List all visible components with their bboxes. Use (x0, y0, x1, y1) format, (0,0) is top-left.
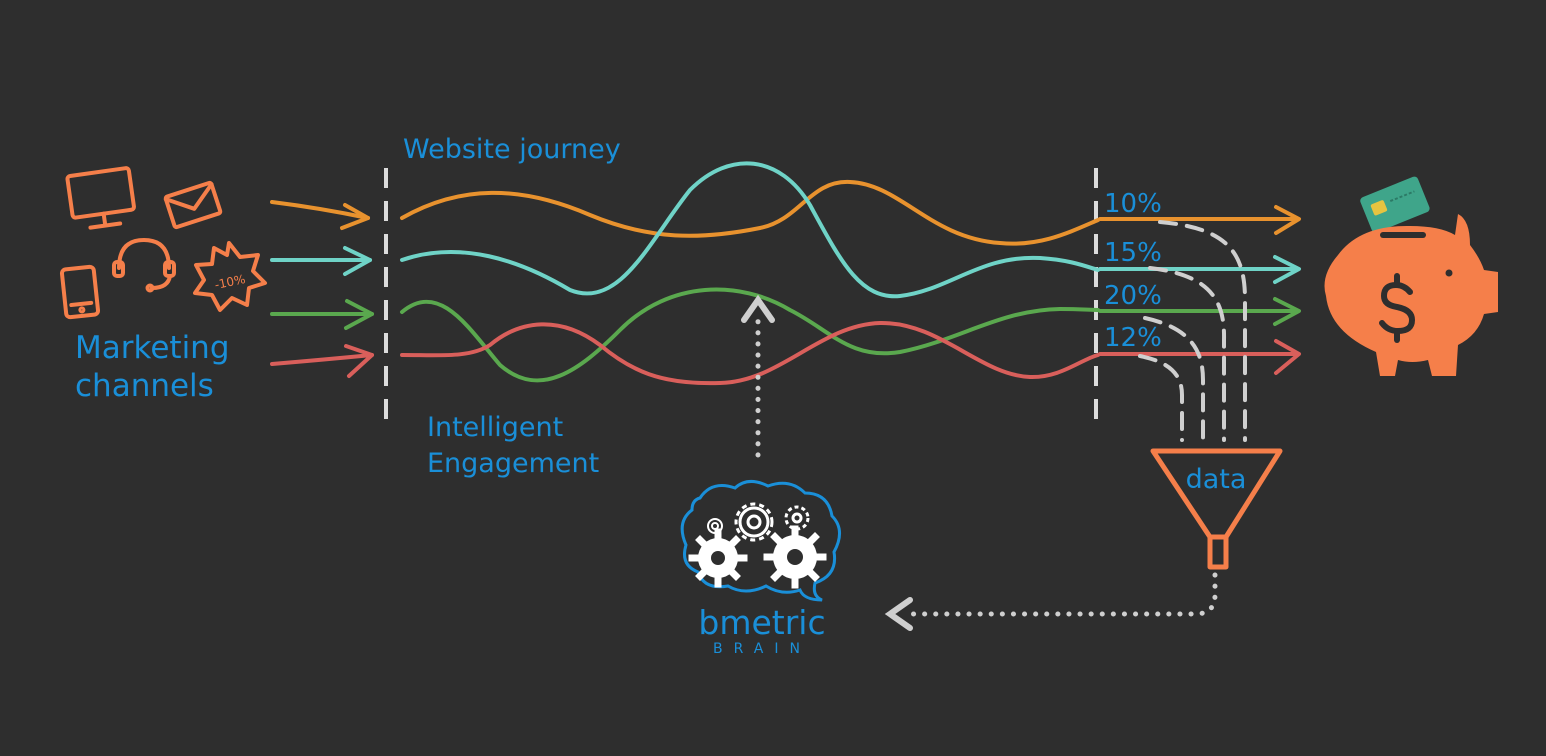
envelope-icon (163, 180, 223, 230)
red-path-curve (400, 320, 1100, 386)
marketing-channel-icons (59, 166, 267, 320)
headset-icon (112, 238, 176, 293)
orange-path-curve (400, 179, 1100, 246)
website-journey-label: Website journey (403, 134, 621, 165)
monitor-icon (65, 166, 136, 230)
brand-subtitle: BRAIN (713, 641, 811, 657)
orange-path-percent: 10% (1104, 189, 1162, 219)
data-streams (1138, 220, 1247, 442)
red-path-percent: 12% (1104, 323, 1162, 353)
discount-badge-icon (193, 241, 267, 312)
red-entry-arrow (270, 344, 374, 378)
journey-curves (400, 161, 1100, 386)
green-path-percent: 20% (1104, 281, 1162, 311)
data-return-arrow (884, 572, 1218, 631)
piggy-bank-icon (1324, 214, 1498, 376)
teal-path-curve (400, 161, 1100, 299)
green-entry-arrow (270, 299, 374, 330)
discount-badge-text: -10% (213, 272, 246, 292)
marketing-channels-label-line1: Marketing (75, 330, 230, 366)
orange-entry-arrow (270, 200, 370, 230)
phone-icon (59, 264, 101, 320)
teal-entry-arrow (270, 246, 372, 276)
teal-path-percent: 15% (1104, 238, 1162, 268)
intelligent-engagement-label-line2: Engagement (427, 448, 599, 479)
orange-exit-arrow (1098, 205, 1301, 235)
data-label: data (1186, 464, 1247, 495)
brain-feedback-arrow (741, 294, 775, 458)
brand-name: bmetric (698, 603, 825, 642)
green-exit-arrow (1098, 297, 1301, 326)
intelligent-engagement-label-line1: Intelligent (427, 412, 563, 443)
dollar-sign-icon (1379, 273, 1416, 343)
credit-card-icon (1360, 176, 1430, 233)
brain-gears-icon (680, 480, 841, 602)
teal-exit-arrow (1098, 255, 1301, 284)
entry-arrows (270, 200, 374, 378)
marketing-channels-label-line2: channels (75, 368, 214, 404)
funnel-icon (1150, 448, 1283, 570)
green-path-curve (400, 287, 1100, 383)
